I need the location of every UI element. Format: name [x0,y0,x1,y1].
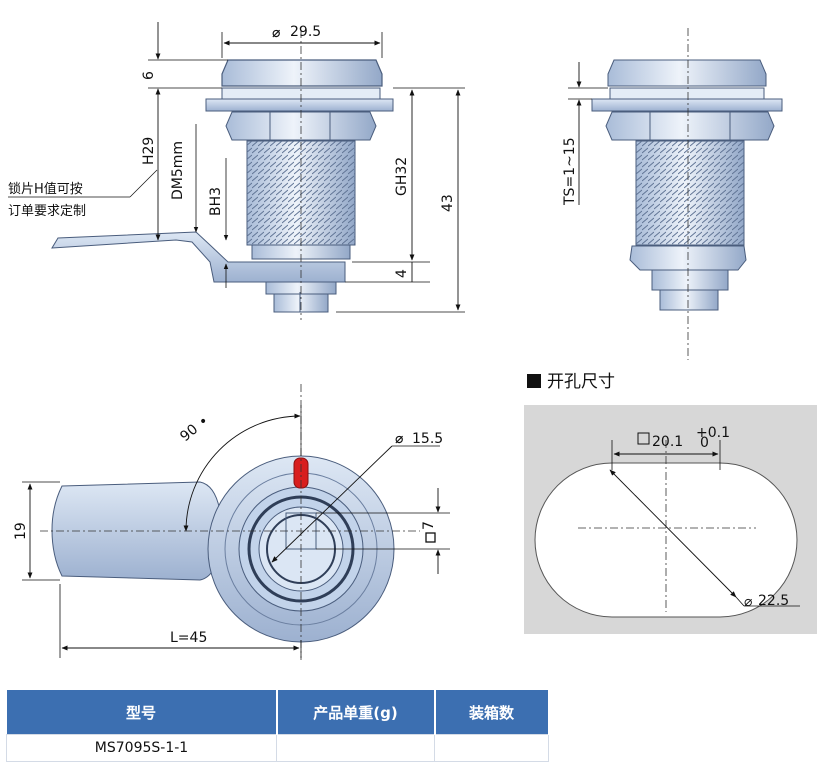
top-square-label: 7 [421,521,437,530]
table-row: MS7095S-1-1 [6,734,549,762]
top-length-label: L=45 [170,630,207,646]
front-flange [205,98,394,112]
square-bullet-icon [527,374,541,388]
top-angle-label: 90 [177,421,201,445]
cutout-title-text: 开孔尺寸 [547,372,615,392]
svg-text:⌀: ⌀ [395,431,404,447]
front-h-label: H29 [141,137,157,165]
front-bh-label: BH3 [208,187,224,216]
table-cell-model: MS7095S-1-1 [6,734,277,762]
table-header-model: 型号 [6,690,278,735]
front-cap [221,59,383,87]
cutout-panel: 20.1 +0.1 0 ⌀ 22.5 [524,405,817,634]
front-dm-label: DM5mm [170,141,186,200]
cutout-diameter-label: 22.5 [758,593,789,609]
front-cap-height-label: 6 [141,71,157,80]
front-total-label: 43 [440,194,456,212]
table-header-row: 型号 产品单重(g) 装箱数 [6,690,550,735]
cutout-tol-upper: +0.1 [696,425,730,441]
cutout-tol-lower: 0 [700,435,709,451]
cutout-title: 开孔尺寸 [527,367,615,392]
spec-table: 型号 产品单重(g) 装箱数 MS7095S-1-1 [6,690,550,762]
side-ts-label: TS=1~15 [562,137,578,206]
front-view: ⌀ 29.5 6 H29 DM5mm BH3 锁片H值可按 订单要求定制 GH3… [8,22,465,320]
side-view: TS=1~15 [562,28,783,360]
front-cam-height-label: 4 [394,269,410,278]
top-width-label: 19 [13,522,29,540]
table-header-weight: 产品单重(g) [276,690,436,735]
cutout-flat-label: 20.1 [652,434,683,450]
front-note-line2: 订单要求定制 [8,204,86,219]
front-cam [51,231,346,283]
svg-text:•: • [199,414,207,430]
svg-text:⌀: ⌀ [744,594,753,610]
front-note-line1: 锁片H值可按 [8,181,83,197]
table-cell-quantity [434,734,549,762]
front-diameter-label: 29.5 [290,24,321,40]
top-view: 90 • ⌀ 15.5 19 7 L=45 [13,384,450,660]
svg-text:⌀: ⌀ [272,25,281,41]
table-cell-weight [276,734,435,762]
top-diameter-label: 15.5 [412,431,443,447]
front-gh-label: GH32 [394,157,410,196]
table-header-quantity: 装箱数 [434,690,550,735]
